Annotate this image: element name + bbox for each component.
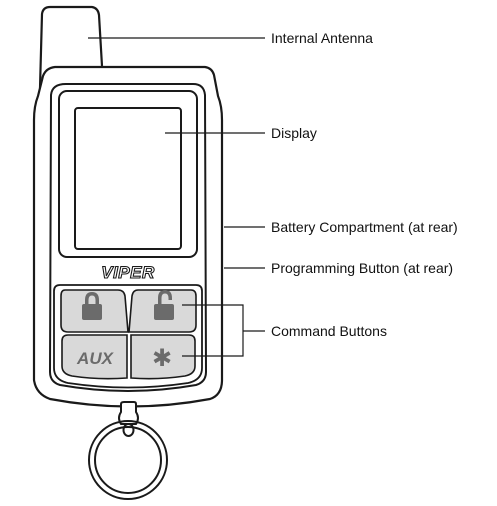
ring-connector-hole [122,423,135,437]
label-display: Display [271,125,317,141]
label-programming-button: Programming Button (at rear) [271,260,454,276]
aux-button[interactable] [61,334,128,380]
aux-button-label: AUX [76,349,115,368]
label-internal-antenna: Internal Antenna [271,30,373,46]
brand-logo: VIPER [101,263,155,282]
star-icon: ✱ [152,344,172,372]
lock-icon [82,292,102,320]
label-command-buttons: Command Buttons [271,323,387,339]
star-button[interactable] [130,334,196,380]
display-screen [74,107,182,250]
key-ring-inner [94,426,162,494]
label-battery-compartment: Battery Compartment (at rear) [271,219,458,235]
unlock-icon [154,290,174,320]
key-ring-outer [88,420,168,500]
